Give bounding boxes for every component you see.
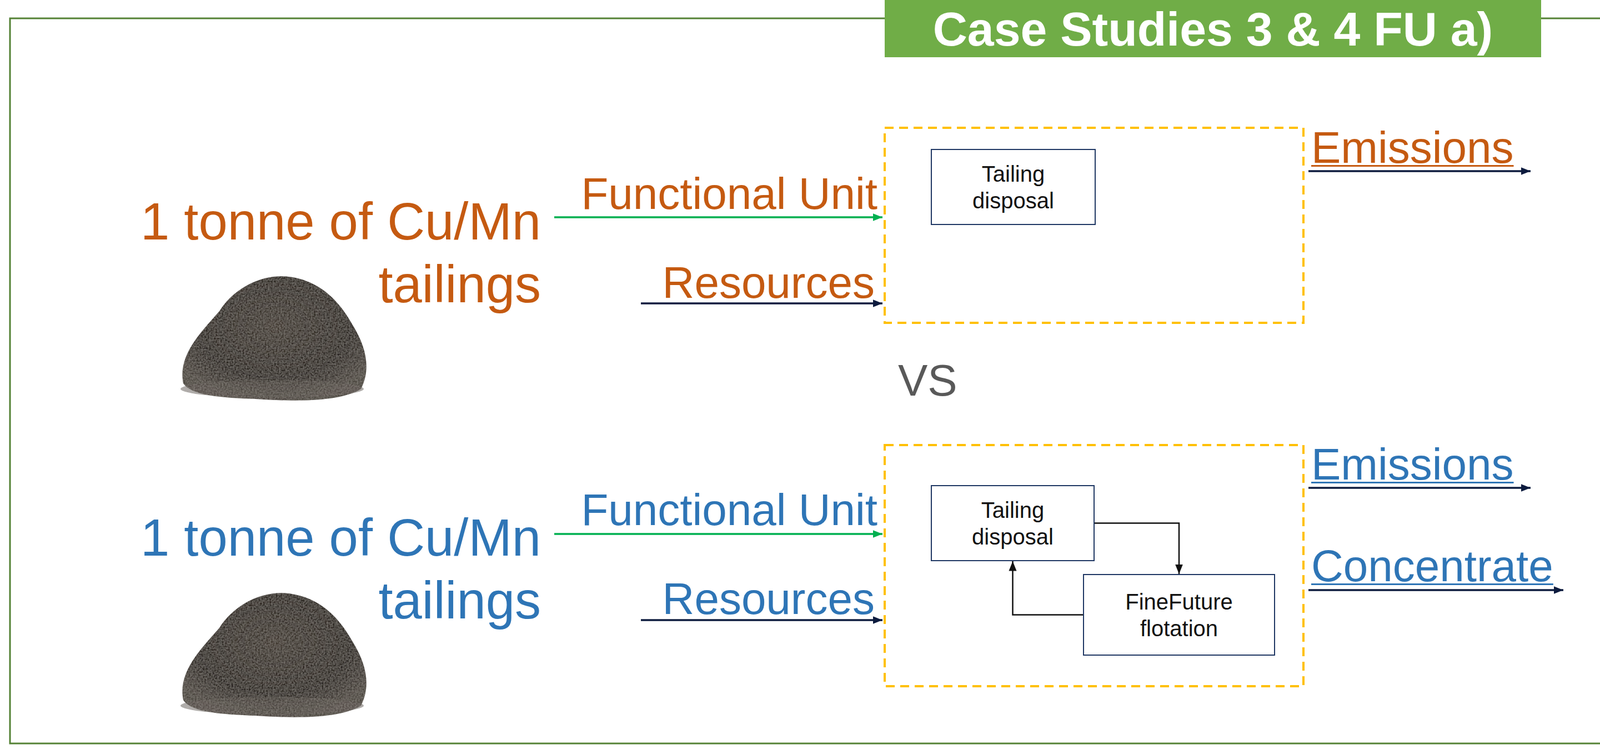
box-text: Tailing disposal bbox=[944, 160, 1083, 214]
input-material: 1 tonne of Cu/Mn tailings bbox=[118, 506, 541, 633]
output-label: Concentrate bbox=[1311, 543, 1554, 589]
frame-border bbox=[9, 18, 1600, 744]
comparison-label: VS bbox=[898, 358, 958, 403]
box-text: Tailing disposal bbox=[944, 496, 1082, 550]
flow-connector bbox=[1094, 523, 1180, 575]
process-box: Tailing disposal bbox=[930, 484, 1095, 561]
input-arrow bbox=[554, 216, 883, 219]
box-text: FineFuture flotation bbox=[1096, 588, 1262, 642]
output-arrow bbox=[1308, 486, 1531, 489]
output-arrow bbox=[1308, 169, 1531, 173]
flow-label: Resources bbox=[662, 260, 875, 305]
output-label: Emissions bbox=[1311, 125, 1514, 170]
flow-connector bbox=[1012, 560, 1084, 615]
input-material: 1 tonne of Cu/Mn tailings bbox=[118, 190, 541, 317]
tailings-pile bbox=[180, 592, 367, 717]
input-arrow bbox=[554, 532, 883, 535]
output-arrow bbox=[1308, 588, 1564, 591]
output-label: Emissions bbox=[1311, 442, 1514, 487]
title-text: Case Studies 3 & 4 FU a) bbox=[933, 4, 1493, 53]
system-boundary bbox=[884, 127, 1304, 323]
process-box: Tailing disposal bbox=[930, 148, 1096, 225]
title-badge: Case Studies 3 & 4 FU a) bbox=[884, 0, 1542, 58]
tailings-pile bbox=[180, 276, 367, 400]
process-box: FineFuture flotation bbox=[1082, 573, 1276, 656]
system-boundary bbox=[884, 444, 1304, 686]
flow-label: Resources bbox=[662, 576, 875, 621]
flow-label: Functional Unit bbox=[580, 171, 878, 217]
flow-label: Functional Unit bbox=[580, 487, 878, 533]
